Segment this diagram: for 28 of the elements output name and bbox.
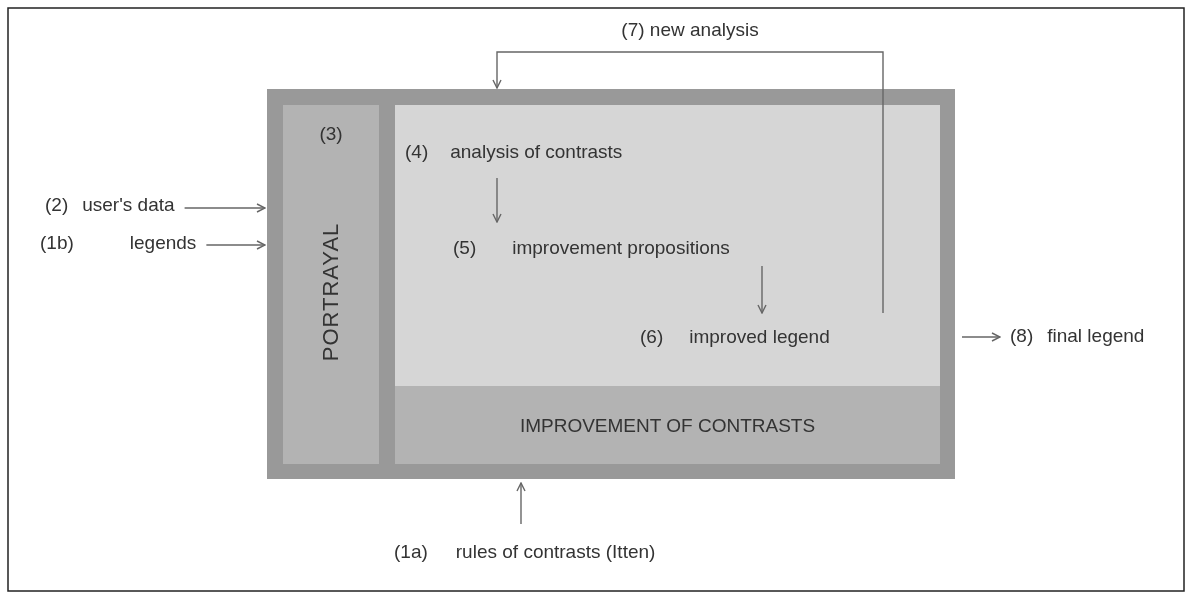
arrow — [516, 482, 526, 525]
step-label: analysis of contrasts — [450, 141, 623, 162]
portrayal-panel — [283, 105, 379, 464]
arrow — [205, 240, 266, 250]
step-label: final legend — [1047, 325, 1145, 346]
step-number: (1b) — [40, 232, 74, 253]
panel-title: PORTRAYAL — [318, 222, 344, 361]
step-number: (8) — [1010, 325, 1034, 346]
arrow — [492, 51, 884, 314]
improvement-panel — [395, 105, 940, 464]
step-number: (1a) — [394, 541, 428, 562]
step-label: user's data — [82, 194, 175, 215]
step-number: (3) — [318, 123, 344, 145]
arrow — [492, 177, 502, 223]
step-label: legends — [129, 232, 197, 253]
frame-box — [267, 89, 955, 479]
arrow — [961, 332, 1001, 342]
step-number: (5) — [453, 237, 477, 258]
panel-title: IMPROVEMENT OF CONTRASTS — [519, 415, 816, 437]
step-number: (6) — [640, 326, 664, 347]
arrow — [183, 203, 266, 213]
analysis-area — [395, 105, 940, 386]
step-label: improvement propositions — [512, 237, 730, 258]
step-label: rules of contrasts (Itten) — [455, 541, 656, 562]
step-label: improved legend — [689, 326, 830, 347]
step-number: (4) — [405, 141, 429, 162]
arrow — [757, 265, 767, 314]
step-number: (2) — [45, 194, 69, 215]
